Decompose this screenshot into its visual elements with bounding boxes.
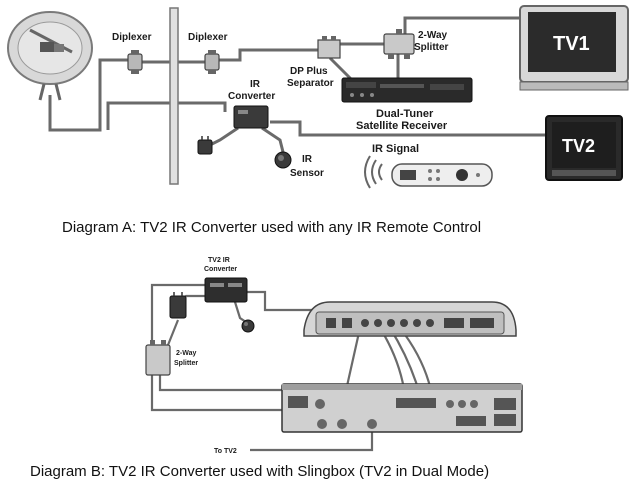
splitter-a-label-2: Splitter — [414, 42, 449, 53]
diagram-b-cables — [150, 283, 434, 452]
to-tv2-label: To TV2 — [214, 448, 237, 455]
cable-b-splitter-to-receiver-2 — [150, 375, 282, 412]
ir-converter-label-2: Converter — [228, 91, 275, 102]
cable-dp-plus-to-receiver — [328, 56, 354, 82]
diagram-a-caption: Diagram A: TV2 IR Converter used with an… — [62, 219, 481, 236]
ir-signal-label: IR Signal — [372, 143, 419, 155]
tv2-monitor — [545, 115, 623, 181]
ir-sensor-label-2: Sensor — [290, 168, 324, 179]
two-way-splitter-b — [145, 340, 171, 376]
cable-b-converter-right — [245, 290, 318, 312]
diagram-b: TV2 IR Converter 2-Way Splitter — [30, 257, 523, 480]
satellite-dish — [7, 11, 93, 101]
diplexer-2 — [204, 50, 220, 74]
ir-converter-a — [233, 105, 269, 129]
cable-b-to-tv2 — [250, 428, 374, 452]
cable-b-converter-to-sensor — [233, 301, 247, 323]
cable-ir-converter-to-sensor — [261, 126, 285, 153]
splitter-b-label-2: Splitter — [174, 360, 198, 367]
two-way-splitter-a — [383, 29, 415, 59]
dp-plus-separator-label: Separator — [287, 78, 334, 89]
power-adapter-b — [169, 292, 187, 319]
cable-b-adapter-to-splitter — [166, 319, 180, 346]
tv1-monitor — [519, 5, 629, 91]
diplexer-1 — [127, 50, 143, 74]
cable-diplexer-to-dp-plus — [218, 48, 318, 62]
cable-pole-to-ir-converter — [106, 101, 227, 130]
vertical-pole — [169, 7, 179, 185]
slingbox — [303, 301, 517, 337]
tv2-ir-converter — [204, 277, 248, 303]
splitter-b-label-1: 2-Way — [176, 350, 196, 357]
tv2-ir-converter-label-1: TV2 IR — [208, 257, 230, 264]
cable-ir-converter-to-tv2 — [270, 120, 548, 137]
remote-control — [391, 163, 493, 187]
diagram-b-caption: Diagram B: TV2 IR Converter used with Sl… — [30, 463, 489, 480]
cable-dish-to-diplexer — [48, 58, 128, 132]
diplexer-2-label: Diplexer — [188, 32, 228, 43]
power-adapter-a — [197, 136, 213, 155]
diagram-a-cables — [48, 16, 562, 153]
dp-plus-label: DP Plus — [290, 66, 328, 77]
splitter-a-label-1: 2-Way — [418, 30, 448, 41]
diagram-a: Diplexer Diplexer DP Plus Separator 2-Wa… — [7, 5, 629, 236]
ir-sensor — [274, 151, 292, 169]
cable-b-top-loop — [150, 283, 205, 345]
tv1-label: TV1 — [553, 33, 590, 55]
dp-plus-separator — [317, 36, 341, 59]
receiver-label-2: Satellite Receiver — [356, 120, 448, 132]
ir-converter-label-1: IR — [250, 79, 261, 90]
ir-signal-waves — [364, 155, 383, 189]
diplexer-1-label: Diplexer — [112, 32, 152, 43]
ir-sensor-b — [241, 319, 255, 333]
dual-tuner-receiver — [341, 77, 473, 103]
tv2-ir-converter-label-2: Converter — [204, 266, 237, 273]
receiver-label-1: Dual-Tuner — [376, 108, 434, 120]
cable-ir-converter-to-power — [209, 126, 239, 147]
satellite-receiver-b — [281, 383, 523, 433]
cable-b-splitter-to-receiver-1 — [158, 375, 282, 392]
tv2-label: TV2 — [562, 136, 595, 156]
ir-sensor-label-1: IR — [302, 154, 313, 165]
